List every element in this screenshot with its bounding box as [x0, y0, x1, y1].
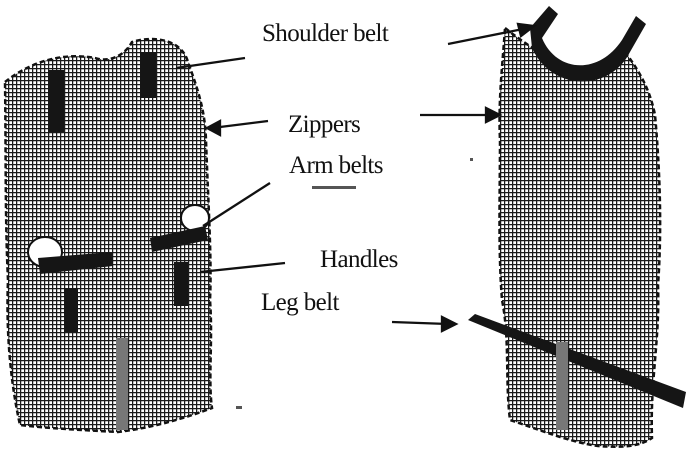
leg-belt-arrowhead	[442, 317, 456, 331]
front-shoulder-strap-left	[48, 70, 64, 132]
back-leg-zipper	[556, 342, 568, 430]
label-arm-belts: Arm belts	[289, 153, 383, 178]
back-view-garment	[468, 6, 686, 447]
label-handles: Handles	[320, 247, 398, 272]
front-handle-right	[174, 262, 188, 306]
front-shoulder-strap-right	[140, 52, 156, 98]
front-handle-left	[64, 288, 78, 332]
label-shoulder-belt: Shoulder belt	[262, 21, 388, 46]
handles-leader	[200, 263, 285, 272]
zippers-arrowhead-front	[207, 121, 220, 135]
arm-belts-leader	[203, 183, 270, 226]
front-leg-zipper	[116, 338, 128, 430]
label-zippers: Zippers	[288, 112, 360, 137]
zippers-arrowhead-back	[486, 108, 500, 122]
leg-belt-leader	[392, 322, 448, 324]
front-view-garment	[5, 39, 212, 432]
stray-marks	[236, 158, 473, 409]
label-leg-belt: Leg belt	[261, 290, 339, 315]
